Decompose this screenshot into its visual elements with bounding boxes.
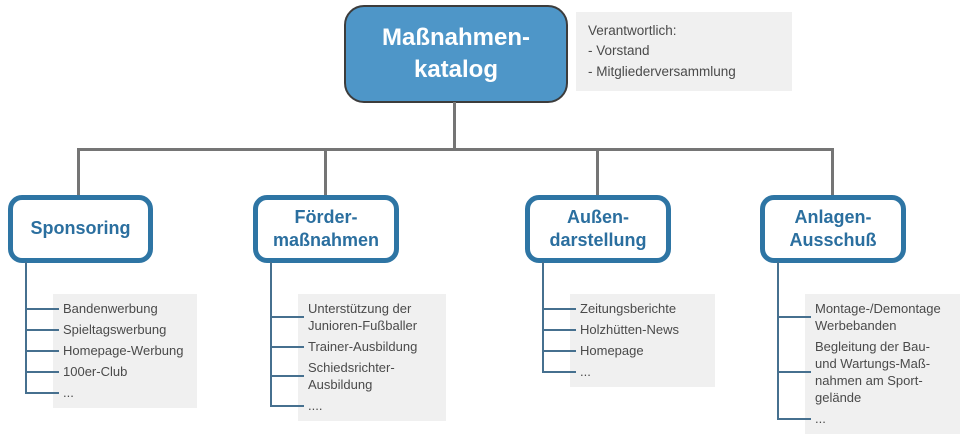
connector-tick-icon <box>270 316 304 318</box>
list-item: Bandenwerbung <box>25 300 189 317</box>
responsibility-note-text: Verantwortlich: - Vorstand - Mitgliederv… <box>588 23 736 79</box>
list-item-label: Schiedsrichter- Ausbildung <box>308 360 395 392</box>
list-item: Zeitungsberichte <box>542 300 707 317</box>
connector-tick-icon <box>270 345 304 348</box>
list-item-label: Begleitung der Bau- und Wartungs-Maß- na… <box>815 339 931 405</box>
list-item: Schiedsrichter- Ausbildung <box>270 359 438 393</box>
list-item: 100er-Club <box>25 363 189 380</box>
node-sponsoring: Sponsoring <box>8 195 153 263</box>
list-item: Holzhütten-News <box>542 321 707 338</box>
list-item: Homepage-Werbung <box>25 342 189 359</box>
node-foerdermassnahmen: Förder- maßnahmen <box>253 195 399 263</box>
list-item: ... <box>25 384 189 401</box>
list-item-label: Montage-/Demontage Werbebanden <box>815 301 941 333</box>
node-title: Anlagen- Ausschuß <box>789 206 877 250</box>
connector-tick-icon <box>777 417 811 420</box>
list-item-label: Homepage-Werbung <box>63 343 184 358</box>
connector-tick-icon <box>25 370 59 373</box>
connector-tick-icon <box>25 307 59 310</box>
list-item: ... <box>542 363 707 380</box>
connector-tick-icon <box>777 371 811 373</box>
connector-branch-vertical <box>777 262 779 420</box>
list-item: Montage-/Demontage Werbebanden <box>777 300 952 334</box>
connector-branch-vertical <box>270 262 272 407</box>
connector-drop-anlagenausschuss <box>831 148 834 195</box>
root-node-massnahmenkatalog: Maßnahmen- katalog <box>344 5 568 103</box>
connector-tick-icon <box>542 370 576 373</box>
connector-tick-icon <box>270 375 304 377</box>
list-item: Trainer-Ausbildung <box>270 338 438 355</box>
list-item: Unterstützung der Junioren-Fußballer <box>270 300 438 334</box>
list-item-label: Zeitungsberichte <box>580 301 677 316</box>
list-item: Spieltagswerbung <box>25 321 189 338</box>
list-item-label: Unterstützung der Junioren-Fußballer <box>308 301 418 333</box>
list-item-label: ... <box>580 364 591 379</box>
node-anlagenausschuss: Anlagen- Ausschuß <box>760 195 906 263</box>
connector-drop-sponsoring <box>77 148 80 195</box>
list-item: .... <box>270 397 438 414</box>
connector-drop-aussendarstellung <box>596 148 599 195</box>
connector-tick-icon <box>777 316 811 318</box>
responsibility-note-panel: Verantwortlich: - Vorstand - Mitgliederv… <box>576 12 792 91</box>
list-item: ... <box>777 410 952 427</box>
list-item: Begleitung der Bau- und Wartungs-Maß- na… <box>777 338 952 406</box>
list-item-label: Holzhütten-News <box>580 322 679 337</box>
connector-tick-icon <box>270 404 304 407</box>
list-item-label: Trainer-Ausbildung <box>308 339 418 354</box>
connector-tick-icon <box>25 391 59 394</box>
connector-horizontal-bus <box>77 148 834 151</box>
list-item-label: ... <box>63 385 74 400</box>
root-node-title: Maßnahmen- katalog <box>381 23 530 83</box>
connector-branch-vertical <box>542 262 544 373</box>
connector-drop-foerdermassnahmen <box>324 148 327 195</box>
node-title: Sponsoring <box>30 218 131 239</box>
list-item: Homepage <box>542 342 707 359</box>
connector-tick-icon <box>542 349 576 352</box>
connector-tick-icon <box>25 328 59 331</box>
connector-tick-icon <box>542 307 576 310</box>
node-title: Förder- maßnahmen <box>272 206 380 250</box>
list-item-label: Bandenwerbung <box>63 301 158 316</box>
list-item-label: ... <box>815 411 826 426</box>
list-item-label: Spieltagswerbung <box>63 322 167 337</box>
list-item-label: Homepage <box>580 343 644 358</box>
connector-branch-vertical <box>25 262 27 394</box>
list-item-label: .... <box>308 398 323 413</box>
connector-tick-icon <box>542 328 576 331</box>
connector-root-vertical <box>453 102 456 149</box>
connector-tick-icon <box>25 349 59 352</box>
node-title: Außen- darstellung <box>549 206 647 250</box>
list-item-label: 100er-Club <box>63 364 128 379</box>
node-aussendarstellung: Außen- darstellung <box>525 195 671 263</box>
